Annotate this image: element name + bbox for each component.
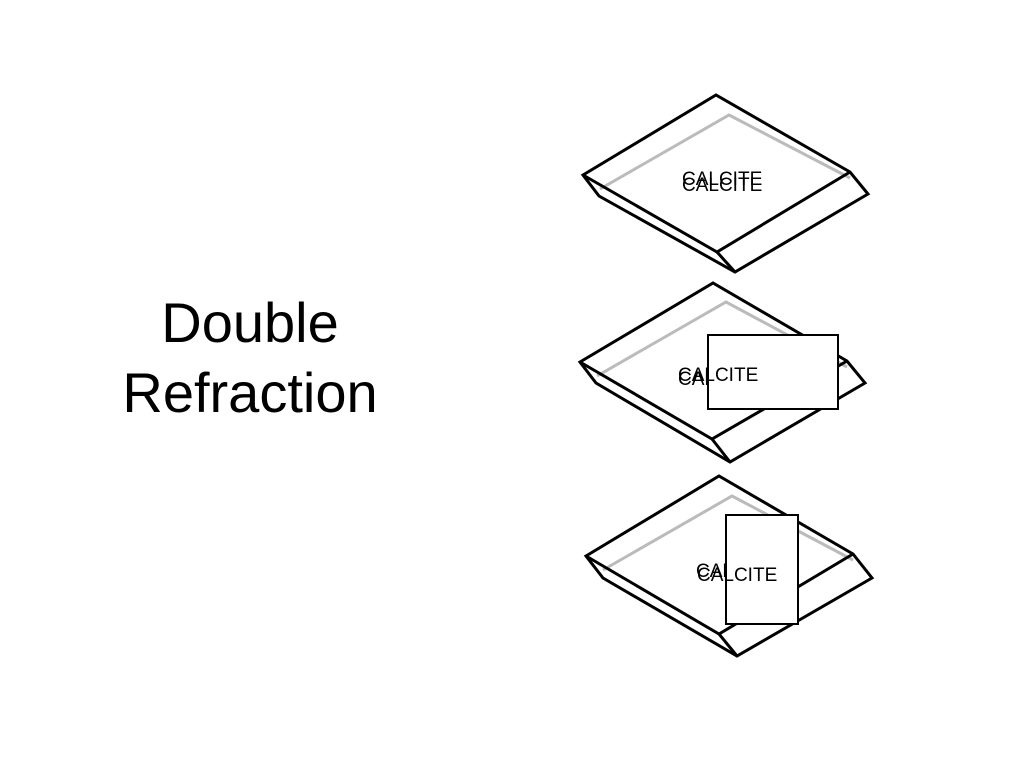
calcite-crystal-2: CAL CALCITE [577, 281, 868, 464]
crystal-1-label-back: CALCITE [682, 169, 762, 190]
crystal-1-inner-edge [599, 113, 851, 191]
calcite-crystal-3: CAL CALCITE [583, 474, 875, 658]
crystal-2-label-back: CAL [678, 369, 715, 390]
slide-title-line-2: Refraction [122, 361, 378, 424]
crystal-3-corner-edge [717, 633, 739, 657]
crystal-2-label-front: CALCITE [678, 365, 758, 386]
crystal-1-corner-edge [715, 250, 737, 274]
crystal-2-outline [577, 281, 868, 464]
slide-title-line-1: Double [161, 291, 339, 354]
crystal-1-outline [580, 93, 871, 274]
calcite-crystal-1: CALCITE CALCITE [580, 93, 871, 274]
crystal-1-label-front: CALCITE [682, 175, 762, 196]
crystal-3-label-front: CALCITE [697, 565, 777, 586]
crystal-3-outline [583, 474, 875, 658]
crystal-2-view-window [707, 334, 839, 410]
crystal-3-view-window [725, 514, 799, 625]
crystal-3-inner-edge [602, 494, 854, 572]
slide-title: Double Refraction [60, 288, 440, 428]
crystal-2-corner-edge [710, 438, 732, 463]
crystal-3-label-back: CAL [696, 561, 733, 582]
